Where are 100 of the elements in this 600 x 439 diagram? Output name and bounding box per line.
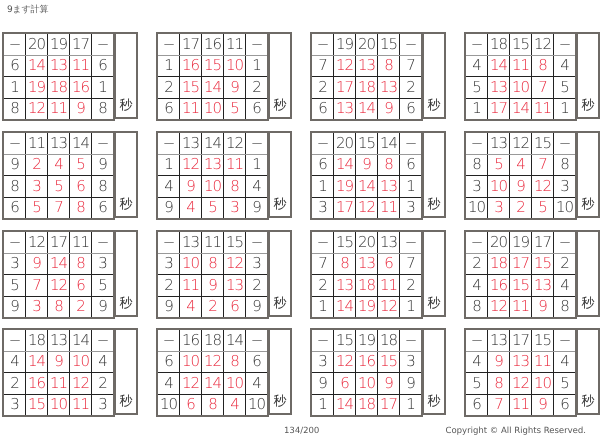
minus-sign: − xyxy=(3,132,26,154)
number: 14 xyxy=(378,132,400,154)
number: 1 xyxy=(311,176,334,197)
answer-number: 13 xyxy=(356,253,378,274)
answer-number: 12 xyxy=(180,372,202,394)
answer-number: 9 xyxy=(26,253,48,274)
number: 15 xyxy=(532,329,554,351)
answer-number: 9 xyxy=(48,351,70,372)
answer-number: 11 xyxy=(48,372,70,394)
answer-number: 16 xyxy=(180,55,202,76)
answer-number: 12 xyxy=(202,351,224,372)
answer-number: 12 xyxy=(334,351,356,372)
seconds-box: 秒 xyxy=(114,328,138,415)
answer-number: 10 xyxy=(180,351,202,372)
answer-number: 8 xyxy=(202,253,224,274)
minus-sign: − xyxy=(311,329,334,351)
number: 6 xyxy=(157,351,180,372)
number: 5 xyxy=(465,372,488,394)
number: 20 xyxy=(334,132,356,154)
number: 13 xyxy=(488,132,510,154)
answer-number: 14 xyxy=(48,253,70,274)
answer-number: 7 xyxy=(26,274,48,296)
seconds-box: 秒 xyxy=(114,32,138,119)
answer-number: 9 xyxy=(202,274,224,296)
answer-number: 15 xyxy=(532,253,554,274)
answer-number: 10 xyxy=(510,76,532,98)
answer-number: 6 xyxy=(70,274,92,296)
answer-number: 16 xyxy=(356,351,378,372)
number: 8 xyxy=(3,176,26,197)
answer-number: 5 xyxy=(48,176,70,197)
answer-number: 18 xyxy=(488,253,510,274)
minus-sign: − xyxy=(3,329,26,351)
minus-sign: − xyxy=(465,132,488,154)
answer-number: 19 xyxy=(26,76,48,98)
answer-number: 11 xyxy=(70,55,92,76)
number: 19 xyxy=(510,231,532,253)
answer-number: 8 xyxy=(532,55,554,76)
answer-number: 14 xyxy=(202,372,224,394)
answer-number: 7 xyxy=(532,76,554,98)
worksheet-title: 9ます計算 xyxy=(7,4,49,16)
minus-sign: − xyxy=(465,33,488,55)
number: 12 xyxy=(26,231,48,253)
seconds-box: 秒 xyxy=(422,328,446,415)
minus-sign: − xyxy=(311,33,334,55)
number: 13 xyxy=(180,132,202,154)
answer-number: 6 xyxy=(378,253,400,274)
number: 16 xyxy=(180,329,202,351)
number: 19 xyxy=(334,33,356,55)
number: 4 xyxy=(465,351,488,372)
answer-number: 10 xyxy=(532,372,554,394)
number: 2 xyxy=(157,76,180,98)
seconds-box: 秒 xyxy=(268,131,292,218)
number: 6 xyxy=(3,55,26,76)
number: 2 xyxy=(311,76,334,98)
answer-number: 9 xyxy=(224,76,246,98)
number: 11 xyxy=(224,33,246,55)
minus-sign: − xyxy=(465,231,488,253)
answer-number: 2 xyxy=(26,154,48,176)
number: 15 xyxy=(356,132,378,154)
seconds-box: 秒 xyxy=(576,230,600,317)
page-number: 134/200 xyxy=(284,426,320,436)
number: 7 xyxy=(311,253,334,274)
minus-sign: − xyxy=(157,329,180,351)
answer-number: 15 xyxy=(378,351,400,372)
number: 3 xyxy=(157,253,180,274)
number: 15 xyxy=(334,231,356,253)
answer-number: 10 xyxy=(488,176,510,197)
number: 14 xyxy=(202,132,224,154)
number: 13 xyxy=(48,132,70,154)
number: 17 xyxy=(48,231,70,253)
number: 19 xyxy=(48,33,70,55)
number: 3 xyxy=(311,351,334,372)
answer-number: 8 xyxy=(334,253,356,274)
number: 2 xyxy=(311,274,334,296)
answer-number: 13 xyxy=(532,274,554,296)
number: 13 xyxy=(48,329,70,351)
answer-number: 13 xyxy=(510,351,532,372)
number: 13 xyxy=(488,329,510,351)
number: 4 xyxy=(3,351,26,372)
answer-number: 9 xyxy=(356,154,378,176)
number: 20 xyxy=(26,33,48,55)
answer-number: 18 xyxy=(356,274,378,296)
answer-number: 8 xyxy=(488,372,510,394)
number: 13 xyxy=(180,231,202,253)
answer-number: 17 xyxy=(334,76,356,98)
number: 15 xyxy=(378,33,400,55)
number: 4 xyxy=(157,372,180,394)
minus-sign: − xyxy=(3,33,26,55)
answer-number: 14 xyxy=(488,55,510,76)
number: 4 xyxy=(465,55,488,76)
answer-number: 15 xyxy=(202,55,224,76)
answer-number: 12 xyxy=(532,176,554,197)
answer-number: 9 xyxy=(180,176,202,197)
answer-number: 11 xyxy=(532,351,554,372)
minus-sign: − xyxy=(157,132,180,154)
number: 1 xyxy=(157,55,180,76)
answer-number: 13 xyxy=(48,55,70,76)
answer-number: 10 xyxy=(356,372,378,394)
number: 15 xyxy=(532,132,554,154)
answer-number: 10 xyxy=(224,55,246,76)
